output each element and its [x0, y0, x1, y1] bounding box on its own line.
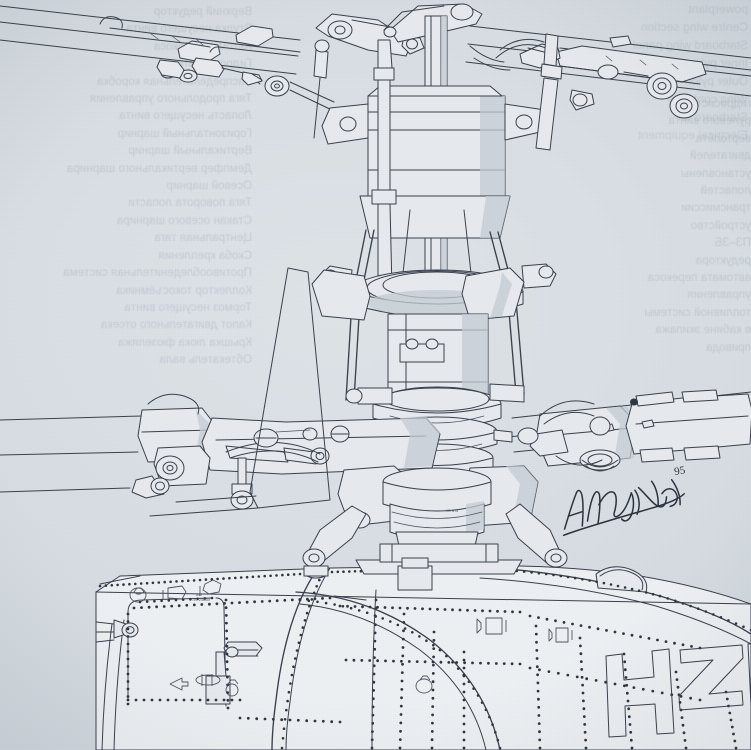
fuselage-upper: АВТ Г-90-2460кг [95, 565, 751, 750]
artist-signature: 95 [562, 464, 687, 537]
swashplate-label: НВ ВТ8 [446, 509, 459, 513]
upper-right-blade-arm [465, 25, 751, 119]
main-left-blade-arm [0, 267, 441, 517]
signature-year: 95 [673, 464, 686, 478]
upper-left-blade-arm [0, 5, 337, 113]
upper-hub-horns [315, 3, 483, 57]
main-right-blade-arm [493, 389, 751, 472]
fuselage-stencil-label-2: Г-90-2460кг [190, 598, 211, 602]
fuselage-stencil-label: АВТ [196, 593, 203, 597]
rotor-mast-assembly [311, 15, 563, 481]
roof-stencil-marks: АВТ Г-90-2460кг [129, 579, 573, 697]
rivet-lines [98, 566, 751, 750]
mast-base [303, 543, 523, 591]
lower-hub-linkage: НВ ВТ8 [302, 465, 568, 568]
